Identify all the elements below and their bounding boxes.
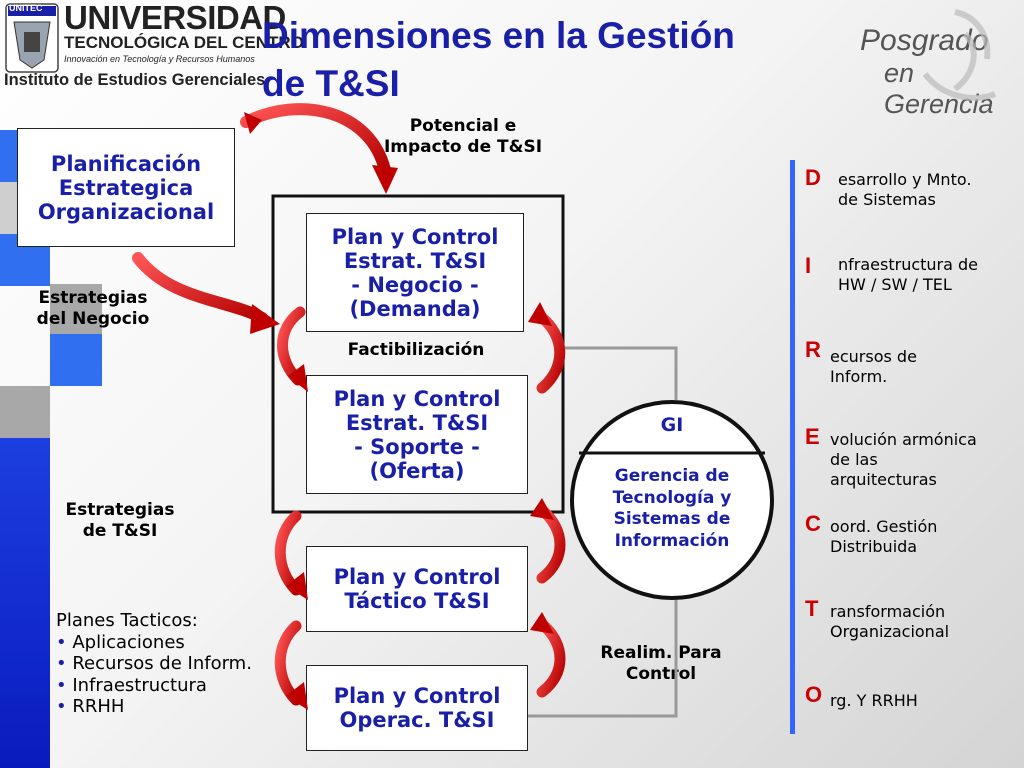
label-line: de T&SI xyxy=(82,521,158,541)
planes-heading: Planes Tacticos: xyxy=(56,610,198,631)
acronym-text: ecursos de Inform. xyxy=(830,347,917,387)
label-line: del Negocio xyxy=(36,309,150,329)
list-item-label: RRHH xyxy=(72,696,125,717)
acronym-text-line: rg. Y RRHH xyxy=(830,691,918,710)
label-estrategias-negocio: Estrategias del Negocio xyxy=(18,288,168,330)
box-plan-operac: Plan y Control Operac. T&SI xyxy=(306,665,528,751)
box-line: Planificación xyxy=(50,151,202,176)
title-line1: Dimensiones en la Gestión xyxy=(262,15,735,56)
box-line: - Negocio - xyxy=(351,272,479,297)
label-estrategias-tsi: Estrategias de T&SI xyxy=(40,500,200,542)
label-line: Control xyxy=(625,664,697,684)
box-line: Operac. T&SI xyxy=(339,708,495,732)
acronym-letter: I xyxy=(805,253,812,278)
decor-square xyxy=(0,130,20,182)
list-item: Recursos de Inform. xyxy=(56,653,252,675)
label-line: Impacto de T&SI xyxy=(383,137,543,157)
box-line: Plan y Control xyxy=(333,565,501,589)
box-line: Plan y Control xyxy=(333,386,501,411)
list-item-label: Aplicaciones xyxy=(72,631,185,653)
acronym-text-line: ransformación xyxy=(830,602,946,621)
logo-line1: UNIVERSIDAD xyxy=(64,0,286,36)
acronym-text-line: oord. Gestión xyxy=(830,517,938,536)
brand-swirl-icon xyxy=(922,9,997,101)
label-line: Realim. Para xyxy=(600,643,722,663)
acronym-text-line: ecursos de xyxy=(830,347,917,366)
box-line: Plan y Control xyxy=(331,224,499,249)
logo-line4: Instituto de Estudios Gerenciales xyxy=(4,71,266,89)
acronym-text-line: HW / SW / TEL xyxy=(838,275,952,294)
acronym-letter: T xyxy=(805,596,819,621)
box-line: Estrat. T&SI xyxy=(343,248,487,273)
list-item: Aplicaciones xyxy=(56,632,252,654)
label-potencial: Potencial e Impacto de T&SI xyxy=(360,116,566,158)
acronym-text-line: de las xyxy=(830,450,878,469)
brand-line2: en Gerencia xyxy=(884,58,994,119)
gi-title: GI xyxy=(660,414,684,436)
acronym-text: ransformación Organizacional xyxy=(830,602,949,642)
acronym-text: oord. Gestión Distribuida xyxy=(830,517,937,557)
box-line: (Demanda) xyxy=(349,296,481,321)
list-item-label: Recursos de Inform. xyxy=(72,653,252,674)
page-title: Dimensiones en la Gestión de T&SI xyxy=(262,12,822,108)
acronym-letter: E xyxy=(805,424,820,449)
list-item: RRHH xyxy=(56,696,252,718)
decor-square xyxy=(50,284,102,334)
box-planificacion: Planificación Estrategica Organizacional xyxy=(17,128,235,247)
box-plan-tactico: Plan y Control Táctico T&SI xyxy=(306,546,528,632)
acronym-text: esarrollo y Mnto. de Sistemas xyxy=(838,170,971,210)
gi-desc-line: Información xyxy=(614,530,730,551)
planes-tacticos: Planes Tacticos: Aplicaciones Recursos d… xyxy=(56,610,252,718)
acronym-text-line: Distribuida xyxy=(830,537,918,556)
shield-logo-icon xyxy=(5,3,59,73)
list-item-label: Infraestructura xyxy=(72,674,207,696)
label-line: Potencial e xyxy=(409,116,517,136)
box-line: Estrat. T&SI xyxy=(345,410,489,435)
decor-bar xyxy=(0,438,50,768)
acronym-text: nfraestructura de HW / SW / TEL xyxy=(838,255,978,295)
acronym-letter: D xyxy=(805,165,821,190)
logo-line3: Innovación en Tecnología y Recursos Huma… xyxy=(64,54,255,64)
acronym-letter: R xyxy=(805,337,821,362)
logo-badge: UNITEC xyxy=(9,3,43,13)
label-factibilizacion: Factibilización xyxy=(347,340,485,360)
acronym-letter: C xyxy=(805,511,821,536)
gi-circle-shape xyxy=(570,400,774,600)
label-line: Estrategias xyxy=(65,500,175,520)
gi-desc-line: Gerencia de xyxy=(614,466,730,486)
title-line2: de T&SI xyxy=(262,63,400,104)
acronym-text-line: Organizacional xyxy=(830,622,950,641)
decor-square xyxy=(0,386,50,438)
acronym-text-line: Inform. xyxy=(830,367,888,386)
gi-desc: Gerencia de Tecnología y Sistemas de Inf… xyxy=(567,466,777,552)
box-line: Táctico T&SI xyxy=(344,589,490,613)
acronym-text-line: arquitecturas xyxy=(830,470,937,489)
box-line: Estrategica xyxy=(58,175,194,200)
label-realim: Realim. Para Control xyxy=(578,643,744,685)
logo-line2: TECNOLÓGICA DEL CENTRO xyxy=(64,33,304,52)
decor-square xyxy=(0,182,20,234)
acronym-text-line: esarrollo y Mnto. xyxy=(838,170,972,189)
acronym-text-line: volución armónica xyxy=(830,430,977,449)
acronym-line xyxy=(790,160,795,734)
gi-desc-line: Sistemas de xyxy=(613,509,731,529)
box-line: - Soporte - xyxy=(354,434,480,459)
box-plan-soporte: Plan y Control Estrat. T&SI - Soporte - … xyxy=(306,375,528,494)
acronym-text: volución armónica de las arquitecturas xyxy=(830,430,977,490)
acronym-text: rg. Y RRHH xyxy=(830,691,918,711)
decor-square xyxy=(50,334,102,386)
box-line: Organizacional xyxy=(37,199,215,224)
acronym-text-line: de Sistemas xyxy=(838,190,936,209)
gi-desc-line: Tecnología y xyxy=(612,487,732,508)
label-line: Estrategias xyxy=(38,288,148,308)
acronym-text-line: nfraestructura de xyxy=(838,255,979,274)
acronym-letter: O xyxy=(805,682,823,707)
box-line: (Oferta) xyxy=(369,458,465,483)
box-plan-negocio: Plan y Control Estrat. T&SI - Negocio - … xyxy=(306,213,524,332)
box-line: Plan y Control xyxy=(333,684,501,708)
list-item: Infraestructura xyxy=(56,675,252,697)
